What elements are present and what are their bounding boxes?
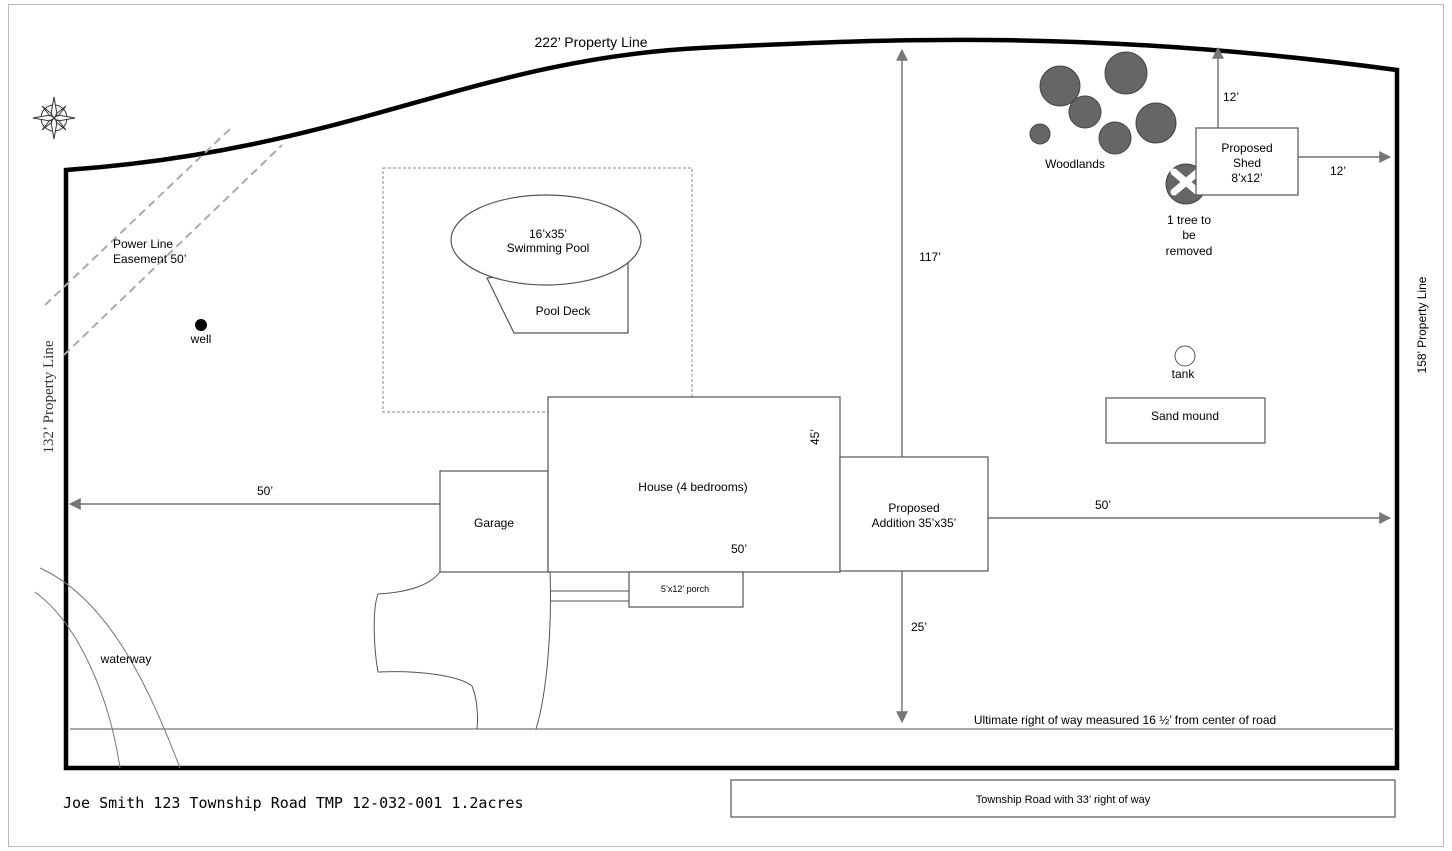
shed-label-1: Proposed [1221, 141, 1272, 155]
driveway [373, 571, 478, 730]
shed-label-2: Shed [1233, 156, 1261, 170]
well-dot-icon [195, 319, 207, 331]
shed-label-3: 8’x12’ [1231, 171, 1262, 185]
woodlands-label: Woodlands [1045, 157, 1105, 171]
shed-dim-up-label: 12’ [1223, 90, 1239, 104]
dim-right-label: 50’ [1095, 498, 1111, 512]
pool-label-2: Swimming Pool [507, 241, 590, 255]
dim-left-label: 50’ [257, 484, 273, 498]
sand-mound-label: Sand mound [1151, 409, 1219, 423]
waterway-label: waterway [100, 652, 152, 666]
page-frame [8, 4, 1444, 847]
waterway-curve-1 [39, 567, 181, 769]
tank [1174, 345, 1196, 367]
house-depth-label: 45’ [808, 429, 822, 445]
driveway-edge [535, 571, 551, 730]
house [547, 396, 841, 573]
power-line-dashed-2 [63, 144, 283, 356]
house-width-label: 50’ [731, 542, 747, 556]
sand-mound [1105, 397, 1266, 444]
power-line-label-1: Power Line [113, 237, 173, 251]
tank-label: tank [1172, 367, 1196, 381]
addition-label-1: Proposed [888, 501, 939, 515]
garage [439, 470, 549, 573]
owner-info: Joe Smith 123 Township Road TMP 12-032-0… [63, 794, 524, 812]
proposed-addition [839, 456, 989, 572]
tree-removed-label-1: 1 tree to [1167, 213, 1211, 227]
left-property-line-label: 132’ Property Line [41, 340, 57, 453]
right-property-line-label: 158’ Property Line [1415, 276, 1429, 373]
proposed-shed [1195, 127, 1299, 196]
house-label: House (4 bedrooms) [638, 480, 747, 494]
pool-label-1: 16’x35’ [529, 227, 567, 241]
power-line-label-2: Easement 50’ [113, 252, 186, 266]
dim-down-label: 25’ [911, 620, 927, 634]
pool-area-outline [382, 167, 693, 413]
shed-dim-right-label: 12’ [1330, 164, 1346, 178]
dim-up-label: 117’ [919, 250, 941, 264]
swimming-pool [450, 194, 642, 286]
well-label: well [190, 332, 212, 346]
porch-label: 5’x12’ porch [661, 584, 709, 594]
waterway-curve-2 [34, 591, 121, 769]
power-line-dashed-1 [44, 126, 233, 306]
tree-removed-label-3: removed [1166, 244, 1213, 258]
road-label: Township Road with 33’ right of way [976, 794, 1151, 806]
compass-rose-icon [32, 96, 76, 140]
tree-removed-label-2: be [1182, 228, 1196, 242]
right-of-way-label: Ultimate right of way measured 16 ½’ fro… [974, 713, 1276, 727]
pool-deck-label: Pool Deck [536, 304, 592, 318]
garage-label: Garage [474, 516, 514, 530]
road-box [730, 779, 1396, 818]
addition-label-2: Addition 35’x35’ [872, 516, 957, 530]
top-property-line-label: 222’ Property Line [534, 34, 647, 50]
porch [628, 571, 744, 608]
